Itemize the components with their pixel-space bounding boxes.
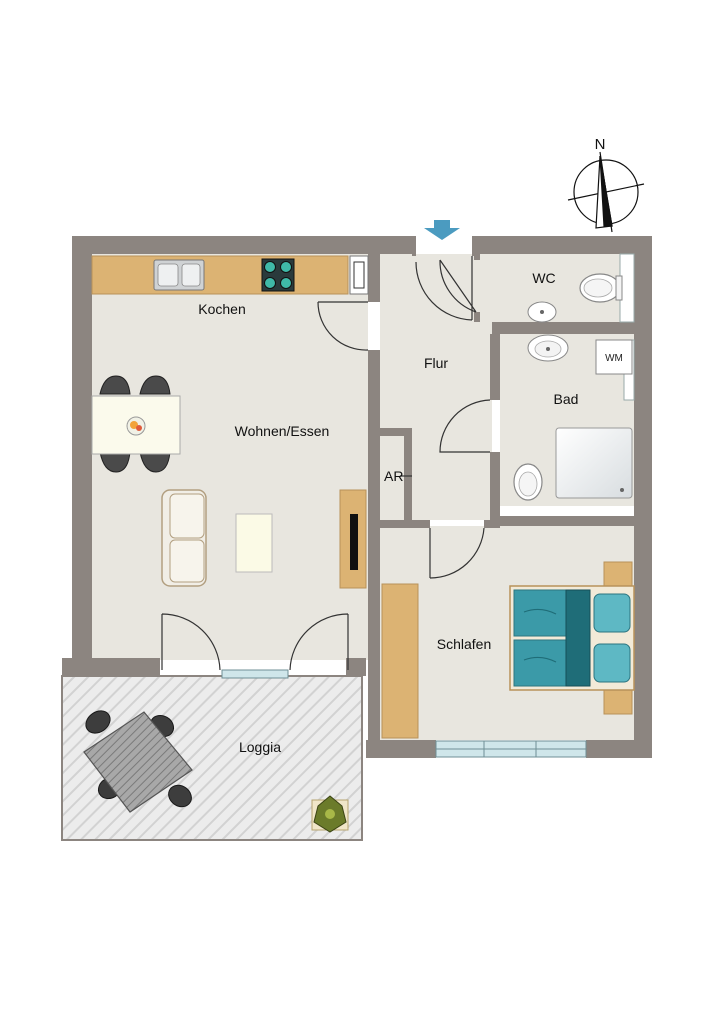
room-labels: Kochen Wohnen/Essen Flur WC Bad AR Schla… [198,270,578,755]
room-label-wohnen: Wohnen/Essen [235,423,330,439]
bad-fixtures: WM [513,334,633,501]
doors [161,256,491,671]
bedroom-furniture [381,561,635,739]
washing-machine-box [595,339,633,375]
double-bed-icon [509,585,635,691]
entry-arrow-icon [424,220,460,240]
room-label-loggia: Loggia [239,739,281,755]
kitchen [91,255,369,295]
loggia-table-set [83,710,193,813]
coffee-table [235,513,273,573]
room-label-ar: AR [384,468,403,484]
room-label-schlafen: Schlafen [437,636,491,652]
dining-table [91,375,181,473]
room-label-kochen: Kochen [198,301,245,317]
room-label-wc: WC [532,270,555,286]
room-label-bad: Bad [554,391,579,407]
compass-north-label: N [595,136,606,153]
nightstand-bottom [603,689,633,715]
wardrobe [381,583,419,739]
loggia-door-glass [221,669,289,679]
compass-icon [567,151,645,233]
floor-flur [380,254,492,520]
plant-icon [311,795,349,833]
shower-tray-icon [555,427,633,499]
nightstand-top [603,561,633,589]
kitchen-counter [91,255,349,295]
room-label-flur: Flur [424,355,448,371]
wc-fixtures [527,273,623,323]
washing-machine-label: WM [605,353,623,364]
sofa [161,489,207,587]
tv-cabinet [339,489,367,589]
walls [62,236,652,758]
